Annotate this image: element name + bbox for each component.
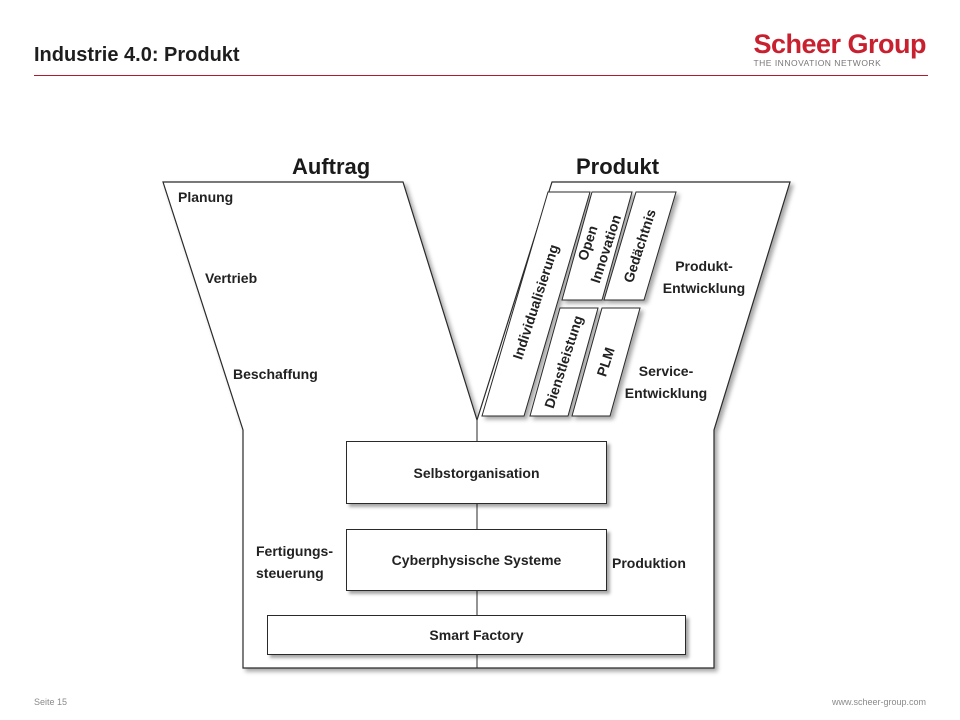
label-fertigung-line2: steuerung [256, 565, 324, 581]
label-fertigung-line1: Fertigungs- [256, 543, 333, 559]
label-produkt-entwicklung: Produkt- Entwicklung [648, 255, 760, 299]
page-title: Industrie 4.0: Produkt [34, 44, 240, 66]
label-produkt-line2: Entwicklung [662, 280, 746, 296]
label-planung: Planung [178, 189, 234, 205]
label-service-line2: Entwicklung [624, 385, 708, 401]
heading-produkt: Produkt [576, 154, 660, 179]
header-divider [34, 75, 928, 76]
box-smart-factory: Smart Factory [267, 615, 686, 655]
box-selbstorganisation: Selbstorganisation [346, 441, 607, 504]
bar-individualisierung [481, 191, 591, 417]
label-produktion: Produktion [612, 555, 686, 571]
label-service-entwicklung: Service- Entwicklung [610, 360, 722, 404]
footer-url: www.scheer-group.com [831, 697, 926, 707]
label-fertigungssteuerung: Fertigungs- steuerung [256, 540, 333, 584]
box-cyberphysische-systeme: Cyberphysische Systeme [346, 529, 607, 591]
bar-gedaechtnis [603, 191, 677, 301]
page-number: Seite 15 [34, 697, 68, 707]
logo-name: Scheer Group [753, 29, 926, 59]
company-logo: Scheer Group THE INNOVATION NETWORK [753, 30, 926, 68]
logo-tagline: THE INNOVATION NETWORK [753, 58, 882, 68]
label-beschaffung: Beschaffung [233, 366, 318, 382]
label-service-line1: Service- [638, 363, 694, 379]
bar-plm [571, 307, 641, 417]
label-vertrieb: Vertrieb [205, 270, 258, 286]
bar-dienstleistung [529, 307, 599, 417]
heading-auftrag: Auftrag [292, 154, 371, 179]
bar-open-innovation [561, 191, 633, 301]
label-produkt-line1: Produkt- [675, 258, 733, 274]
